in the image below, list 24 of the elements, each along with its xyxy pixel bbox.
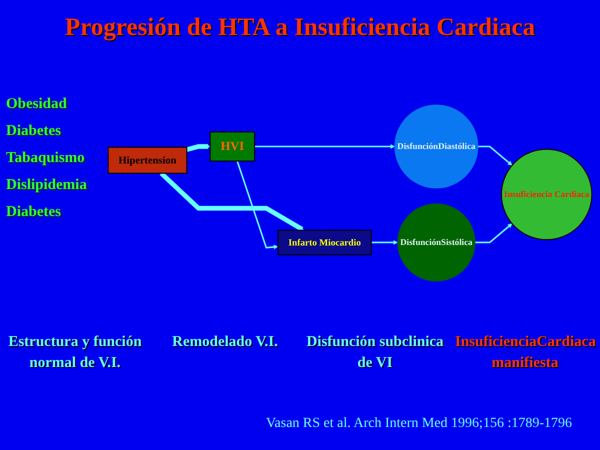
risk-factor-label: Diabetes (6, 123, 61, 140)
risk-factor-label: Dislipidemia (6, 177, 87, 194)
node-circle: DisfunciónDiastólica (394, 104, 478, 188)
node-circle: Insuficiencia Cardiaca (500, 148, 592, 240)
arrow (371, 240, 398, 245)
arrow (160, 172, 304, 232)
node-box: HVI (210, 131, 256, 162)
risk-factor-label: Diabetes (6, 204, 61, 221)
node-box: Hipertension (108, 146, 188, 174)
arrow (475, 223, 512, 244)
node-box: Infarto Miocardio (277, 230, 372, 256)
title: Progresión de HTA a Insuficiencia Cardiaca (64, 14, 536, 42)
arrow (186, 144, 210, 152)
risk-factor-label: Tabaquismo (6, 150, 85, 167)
arrow (236, 160, 278, 250)
risk-factor-label: Obesidad (6, 96, 67, 113)
stage-caption: InsuficienciaCardiaca manifiesta (455, 333, 595, 373)
citation: Vasan RS et al. Arch Intern Med 1996;156 :1789-1796 (266, 416, 572, 432)
node-circle: DisfunciónSistólica (397, 203, 476, 282)
stage-caption: Remodelado V.I. (172, 333, 278, 352)
stage-caption: Disfunción subclinica de VI (305, 333, 445, 373)
arrow (254, 144, 395, 149)
stage-caption: Estructura y función normal de V.I. (7, 333, 143, 373)
arrow (478, 146, 512, 166)
